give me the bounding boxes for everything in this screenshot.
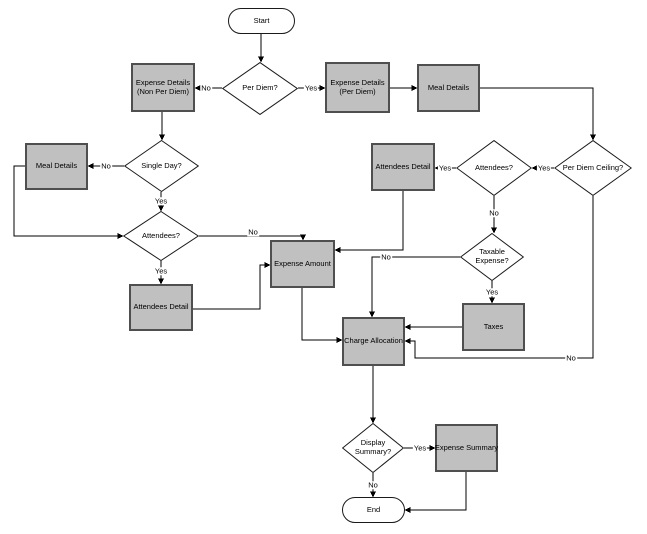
node-expense-details-per-diem: Expense Details (Per Diem) — [325, 62, 390, 113]
node-attendees-detail-right: Attendees Detail — [371, 143, 435, 191]
edge-label-taxable-no: No — [380, 252, 392, 262]
edge-expense-summary-to-end — [404, 472, 467, 513]
edge-attendees-detail-right-to-expense-amount — [334, 191, 404, 253]
node-start-label: Start — [253, 15, 270, 25]
edge-label-ceiling-no: No — [565, 353, 577, 363]
node-single-day-label: Single Day? — [141, 160, 182, 170]
node-attendees-detail-left: Attendees Detail — [129, 284, 193, 331]
node-expense-details-non-per-diem-label: Expense Details (Non Per Diem) — [135, 77, 191, 96]
node-charge-allocation: Charge Allocation — [342, 317, 405, 366]
edge-label-single-day-no: No — [100, 161, 112, 171]
node-expense-summary-label: Expense Summary — [434, 442, 499, 452]
node-expense-amount: Expense Amount — [270, 240, 335, 288]
node-display-summary-label: Display Summary? — [354, 438, 392, 456]
node-attendees-detail-right-label: Attendees Detail — [375, 161, 431, 171]
node-expense-details-per-diem-label: Expense Details (Per Diem) — [330, 77, 385, 96]
node-end: End — [342, 497, 405, 523]
edge-label-attendees-right-no: No — [488, 208, 500, 218]
node-attendees-detail-left-label: Attendees Detail — [133, 302, 189, 312]
edge-label-attendees-right-yes: Yes — [437, 163, 453, 173]
node-attendees-left-label: Attendees? — [142, 230, 180, 240]
edge-taxable-no — [369, 256, 460, 318]
node-attendees-right-decision: Attendees? — [456, 140, 532, 196]
node-per-diem-decision: Per Diem? — [222, 62, 298, 115]
node-expense-details-non-per-diem: Expense Details (Non Per Diem) — [131, 63, 195, 112]
diamond-shape-icon — [222, 62, 298, 115]
node-start: Start — [228, 8, 295, 34]
edge-expense-amount-to-charge — [301, 288, 343, 343]
diamond-shape-icon — [554, 140, 632, 196]
diamond-shape-icon — [124, 140, 199, 192]
edge-label-per-diem-yes: Yes — [303, 83, 319, 93]
node-meal-details-left: Meal Details — [25, 143, 88, 190]
diamond-shape-icon — [456, 140, 532, 196]
diamond-shape-icon — [342, 423, 404, 473]
node-taxes-label: Taxes — [483, 321, 504, 331]
node-per-diem-ceiling-decision: Per Diem Ceiling? — [554, 140, 632, 196]
node-display-summary-decision: Display Summary? — [342, 423, 404, 473]
node-end-label: End — [366, 504, 381, 514]
edge-label-single-day-yes: Yes — [153, 196, 169, 206]
node-charge-allocation-label: Charge Allocation — [344, 336, 403, 346]
edge-label-ceiling-yes: Yes — [536, 163, 552, 173]
node-per-diem-label: Per Diem? — [242, 83, 278, 93]
node-per-diem-ceiling-label: Per Diem Ceiling? — [562, 162, 624, 172]
node-taxable-expense-decision: Taxable Expense? — [460, 233, 524, 281]
node-meal-details-right-label: Meal Details — [427, 82, 470, 92]
edge-label-per-diem-no: No — [200, 83, 212, 93]
edge-label-attendees-left-yes: Yes — [153, 266, 169, 276]
node-expense-summary: Expense Summary — [435, 424, 498, 472]
node-single-day-decision: Single Day? — [124, 140, 199, 192]
edge-label-attendees-left-no: No — [247, 227, 259, 237]
edge-label-display-no: No — [367, 480, 379, 490]
node-expense-amount-label: Expense Amount — [274, 258, 331, 268]
node-taxes: Taxes — [462, 303, 525, 351]
node-attendees-left-decision: Attendees? — [123, 211, 199, 261]
node-meal-details-right: Meal Details — [417, 64, 480, 112]
diamond-shape-icon — [123, 211, 199, 261]
node-attendees-right-label: Attendees? — [475, 162, 513, 172]
edge-label-taxable-yes: Yes — [484, 287, 500, 297]
edge-attendees-detail-to-expense-amount — [193, 262, 271, 310]
edge-label-display-yes: Yes — [412, 443, 428, 453]
node-meal-details-left-label: Meal Details — [35, 161, 78, 171]
node-taxable-expense-label: Taxable Expense? — [475, 247, 509, 265]
edge-meal-details-to-ceiling — [480, 87, 596, 141]
